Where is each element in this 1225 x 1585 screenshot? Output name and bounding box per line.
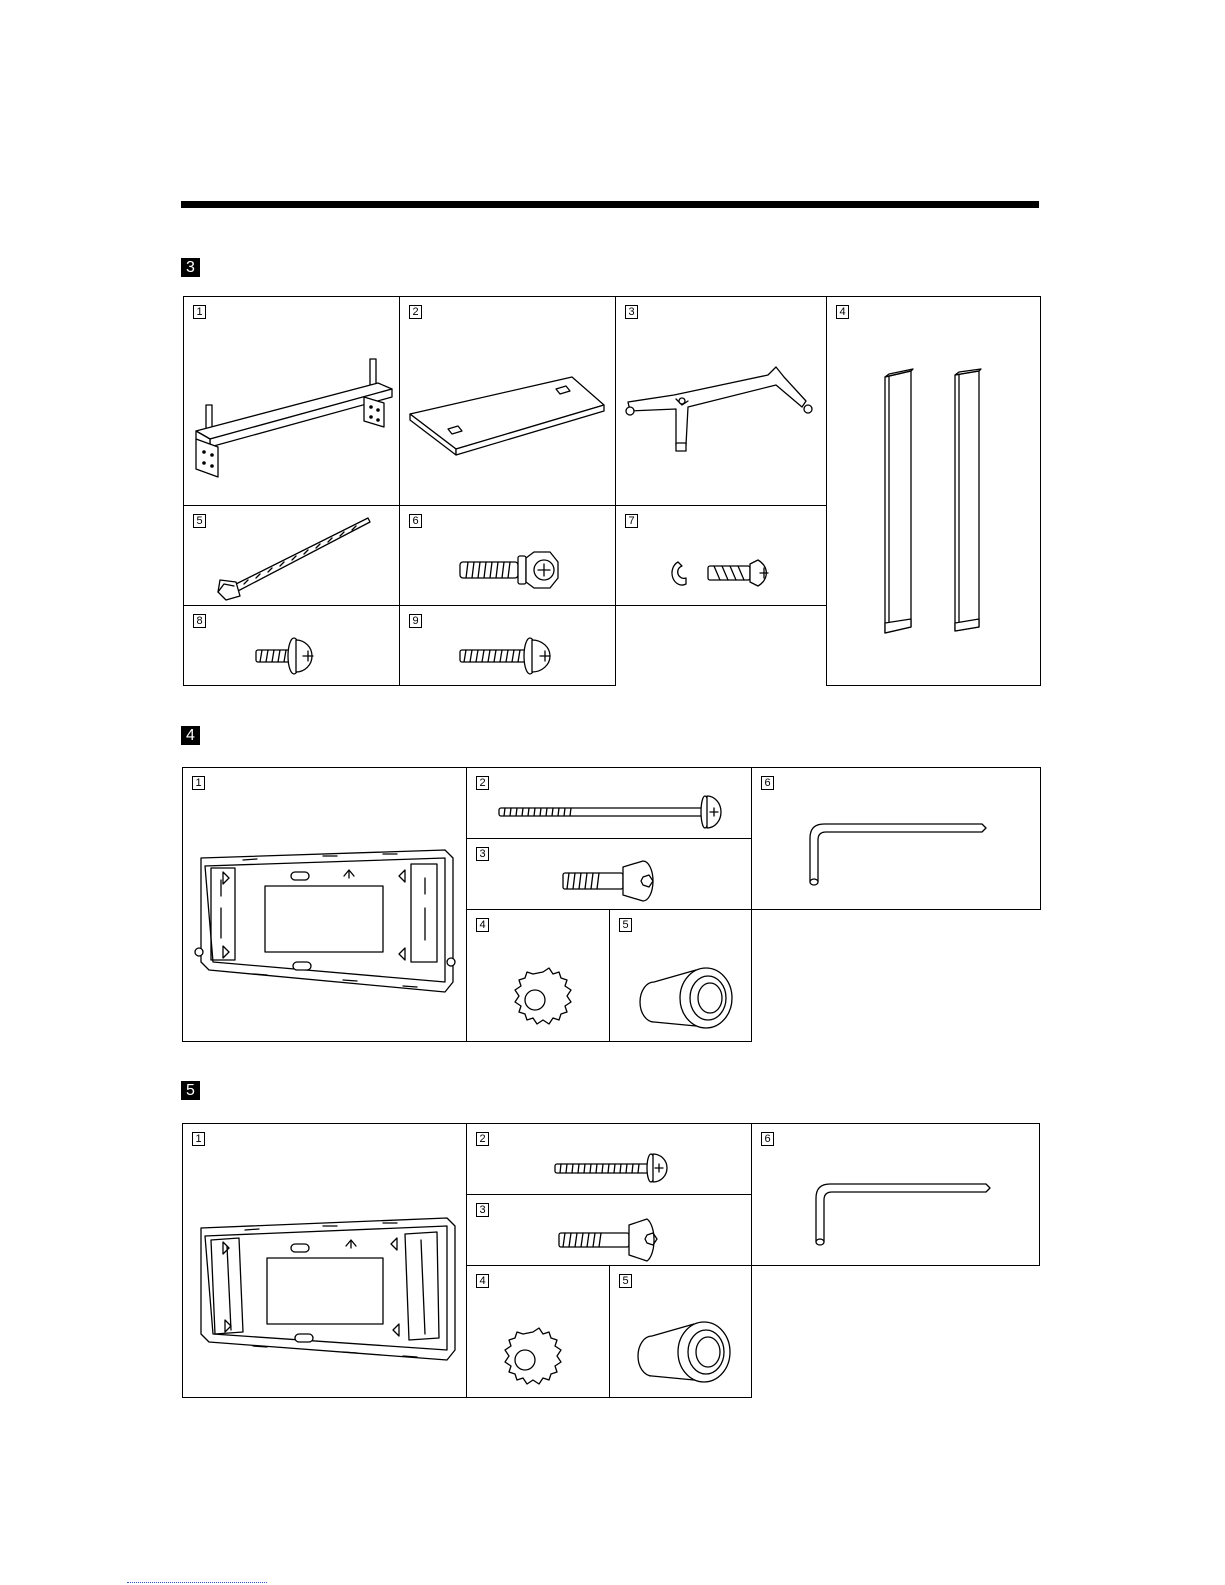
part-5-6: 6 (751, 1123, 1040, 1266)
part-5-1: 1 (182, 1123, 467, 1398)
part-5-4: 4 (466, 1265, 610, 1398)
part-5-2: 2 (466, 1123, 752, 1195)
screw-washer-icon (616, 506, 828, 607)
spacer-icon (610, 910, 753, 1043)
stand-bar-icon (184, 297, 401, 507)
part-4-4: 4 (466, 909, 610, 1042)
hex-key-icon (752, 768, 1042, 911)
cable-tie-icon (184, 506, 401, 607)
screw-icon (400, 606, 617, 687)
part-3-5: 5 (183, 505, 400, 606)
part-4-3: 3 (466, 838, 752, 910)
section-3-label: 3 (181, 258, 200, 277)
caster-leg-icon (616, 297, 828, 507)
toothed-washer-icon (467, 910, 611, 1043)
part-4-1: 1 (182, 767, 467, 1042)
part-4-6: 6 (751, 767, 1041, 910)
part-3-2: 2 (399, 296, 616, 506)
part-3-9: 9 (399, 605, 616, 686)
part-3-3: 3 (615, 296, 827, 506)
part-5-3: 3 (466, 1194, 752, 1266)
hex-socket-bolt-icon (467, 839, 753, 911)
section-4-label: 4 (181, 726, 200, 745)
long-screw-icon (467, 768, 753, 840)
base-plate-icon (400, 297, 617, 507)
part-3-6: 6 (399, 505, 616, 606)
part-4-2: 2 (466, 767, 752, 839)
hex-socket-bolt-icon (467, 1195, 753, 1267)
hex-key-icon (752, 1124, 1041, 1267)
section-5-label: 5 (181, 1081, 200, 1100)
hex-bolt-icon (400, 506, 617, 607)
part-3-8: 8 (183, 605, 400, 686)
part-3-7: 7 (615, 505, 827, 606)
spacer-icon (610, 1266, 753, 1399)
part-5-5: 5 (609, 1265, 752, 1398)
wall-bracket-icon (183, 768, 468, 1043)
pole-icon (827, 297, 1042, 687)
header-rule (181, 201, 1039, 208)
toothed-washer-icon (467, 1266, 611, 1399)
part-3-4: 4 (826, 296, 1041, 686)
part-4-5: 5 (609, 909, 752, 1042)
footer-line (127, 1582, 267, 1583)
short-screw-icon (184, 606, 401, 687)
long-screw-icon (467, 1124, 753, 1196)
part-3-1: 1 (183, 296, 400, 506)
wall-bracket-icon (183, 1124, 468, 1399)
